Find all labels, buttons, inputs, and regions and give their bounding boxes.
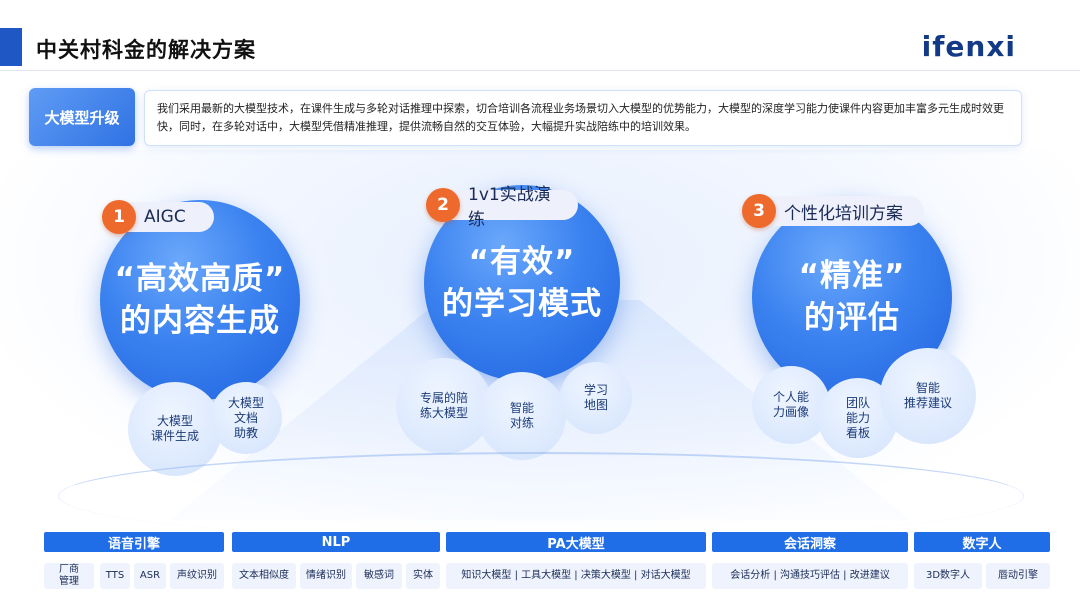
pillar-3-tag: 3 个性化培训方案 <box>742 194 924 228</box>
pillar-2-number-badge: 2 <box>426 188 460 222</box>
item-tts: TTS <box>100 563 130 589</box>
platform-ring-decoration <box>58 452 1024 540</box>
header-accent-bar <box>0 28 22 66</box>
pillar-1-label: AIGC <box>144 207 186 227</box>
pillar-2-heading-line2: 的学习模式 <box>442 286 602 322</box>
item-emotion-recognition: 情绪识别 <box>300 563 352 589</box>
category-nlp: NLP <box>232 532 440 552</box>
bubble-dedicated-model: 专属的陪 练大模型 <box>396 358 492 454</box>
pillar-1-heading-line1: “高效高质” <box>114 261 286 297</box>
pillar-1-number-badge: 1 <box>102 200 136 234</box>
item-conversation-analysis: 会话分析 | 沟通技巧评估 | 改进建议 <box>712 563 908 589</box>
pillar-3-heading-line2: 的评估 <box>804 300 900 336</box>
item-voiceprint: 声纹识别 <box>170 563 224 589</box>
pillar-3-number-badge: 3 <box>742 194 776 228</box>
pillar-2-heading-line1: “有效” <box>468 244 576 280</box>
item-pa-models: 知识大模型 | 工具大模型 | 决策大模型 | 对话大模型 <box>446 563 706 589</box>
pillar-1-heading-line2: 的内容生成 <box>120 303 280 339</box>
intro-description-box: 我们采用最新的大模型技术，在课件生成与多轮对话推理中探索，切合培训各流程业务场景… <box>144 90 1022 146</box>
category-pa-model: PA大模型 <box>446 532 706 552</box>
header: 中关村科金的解决方案 ifenxi <box>0 0 1080 71</box>
pillar-1-circle: “高效高质” 的内容生成 <box>100 200 300 400</box>
bubble-personal-profile: 个人能 力画像 <box>752 366 830 444</box>
category-digital-human: 数字人 <box>914 532 1050 552</box>
bubble-smart-recommendation: 智能 推荐建议 <box>880 348 976 444</box>
intro-description: 我们采用最新的大模型技术，在课件生成与多轮对话推理中探索，切合培训各流程业务场景… <box>157 102 1004 133</box>
item-sensitive-words: 敏感词 <box>356 563 402 589</box>
item-text-similarity: 文本相似度 <box>232 563 296 589</box>
item-entity: 实体 <box>406 563 440 589</box>
brand-logo: ifenxi <box>921 30 1016 63</box>
pillar-3-heading-line1: “精准” <box>798 258 906 294</box>
category-speech-engine: 语音引擎 <box>44 532 224 552</box>
page-title: 中关村科金的解决方案 <box>36 38 256 62</box>
item-vendor-management: 厂商 管理 <box>44 563 94 589</box>
category-conversation-insight: 会话洞察 <box>712 532 908 552</box>
item-asr: ASR <box>134 563 166 589</box>
intro-tag: 大模型升级 <box>29 88 135 146</box>
bubble-document-assistant: 大模型 文档 助教 <box>210 382 282 454</box>
pillar-3-label: 个性化培训方案 <box>784 203 903 224</box>
bubble-smart-practice: 智能 对练 <box>478 372 566 460</box>
pillar-2-label: 1v1实战演练 <box>468 185 551 230</box>
bubble-learning-map: 学习 地图 <box>560 362 632 434</box>
pillar-1-tag: 1 AIGC <box>102 200 214 234</box>
item-lip-sync-engine: 唇动引擎 <box>986 563 1050 589</box>
pillar-2-tag: 2 1v1实战演练 <box>426 185 578 230</box>
bubble-courseware-generation: 大模型 课件生成 <box>128 382 222 476</box>
item-3d-digital-human: 3D数字人 <box>914 563 982 589</box>
